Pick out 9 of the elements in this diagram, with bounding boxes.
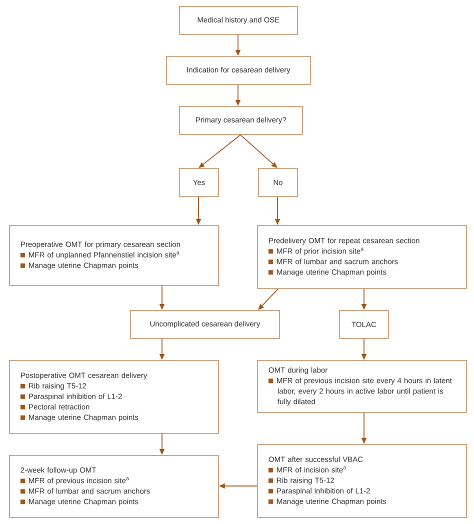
arrow xyxy=(198,134,241,168)
treatment-box xyxy=(9,225,219,286)
treatment-box xyxy=(9,455,219,518)
treatment-box xyxy=(9,360,219,434)
arrow xyxy=(258,288,278,310)
arrow xyxy=(240,134,278,168)
treatment-box xyxy=(257,360,467,413)
treatment-box xyxy=(257,444,467,518)
treatment-box xyxy=(257,225,467,289)
